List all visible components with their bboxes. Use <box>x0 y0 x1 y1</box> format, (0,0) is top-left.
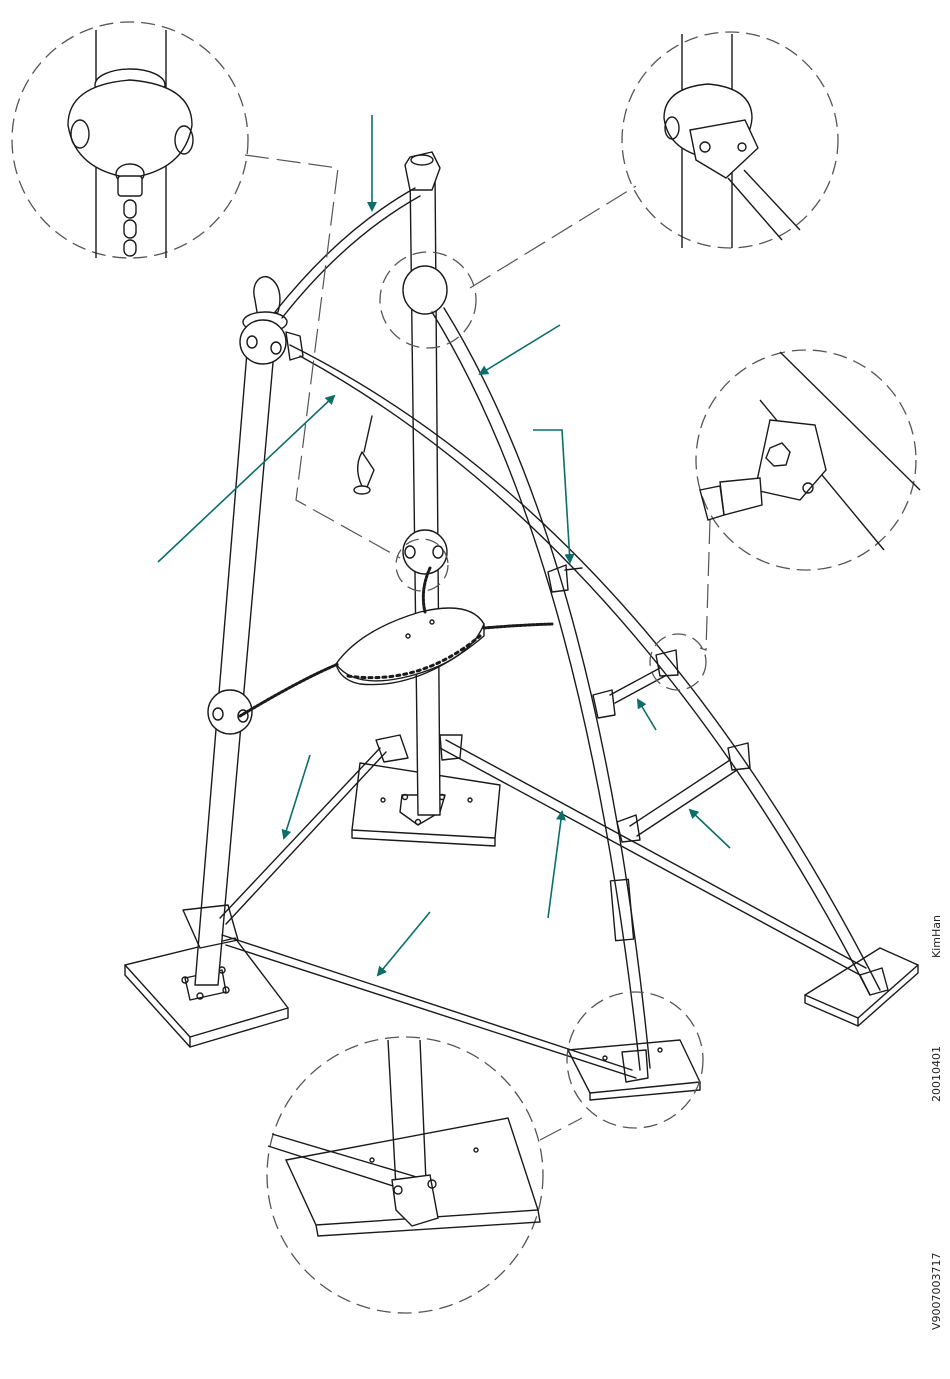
arrow-curved-front-tube <box>480 325 560 374</box>
arrow-ground-brace-right <box>548 812 562 918</box>
date-code-label: 20010401 <box>930 1046 943 1102</box>
detail-ball-joint <box>664 34 800 248</box>
arrow-brace-lower <box>690 810 730 848</box>
disc-swing <box>240 568 552 716</box>
arrow-ground-brace-front <box>378 912 430 975</box>
designer-label: KimHan <box>930 915 943 958</box>
arrow-brace-top <box>533 430 570 562</box>
detail-foot-plate <box>268 1040 540 1236</box>
leader-bottom <box>540 1118 582 1140</box>
top-arch <box>275 188 420 318</box>
brace-tubes <box>548 565 750 842</box>
hanging-hook <box>354 416 374 494</box>
leader-right <box>700 520 710 650</box>
detail-brace-bolt <box>700 352 920 550</box>
base-plate-right <box>805 948 918 1026</box>
focus-circle-brace <box>650 634 706 690</box>
curved-front-tube <box>432 308 650 1082</box>
leader-top-right <box>470 186 636 288</box>
arrow-brace-middle <box>638 700 656 730</box>
detail-chain-hook <box>68 30 193 258</box>
pole-left <box>183 277 287 985</box>
ground-braces <box>220 735 866 1078</box>
part-number-label: V9007003717 <box>930 1252 943 1330</box>
base-plate-front <box>568 1040 700 1100</box>
